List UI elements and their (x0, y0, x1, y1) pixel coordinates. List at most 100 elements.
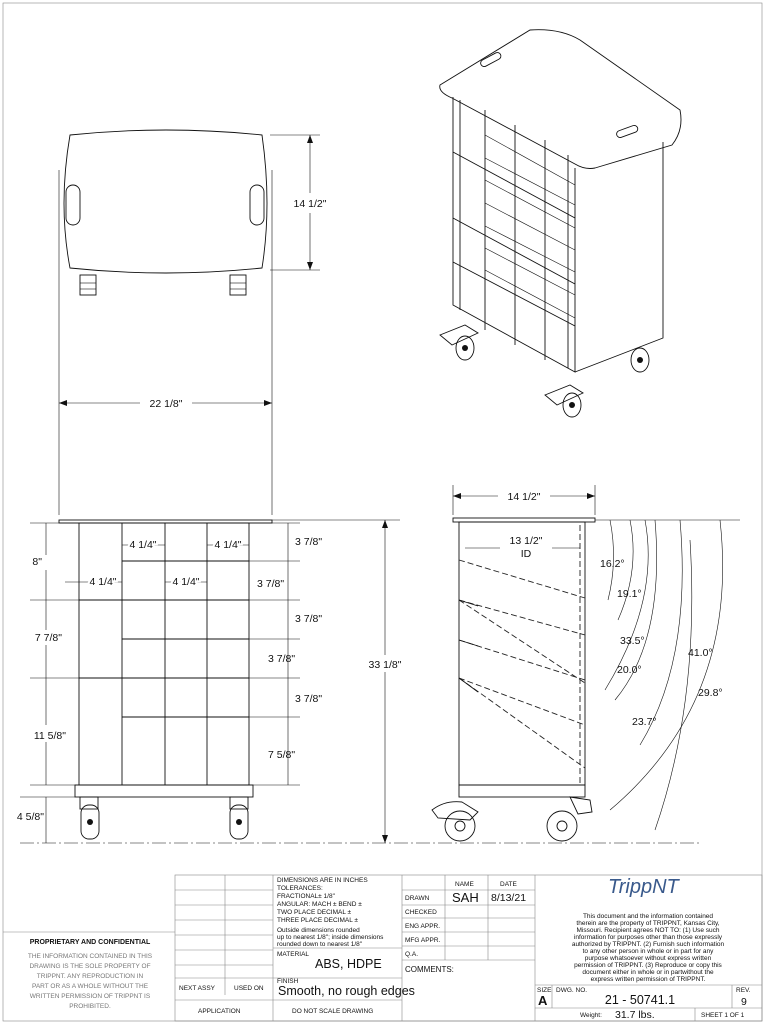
drawn-date: 8/13/21 (491, 892, 526, 904)
iso-top-panel (439, 29, 682, 169)
iso-caster-back-right (630, 347, 650, 373)
rev-label: REV. (736, 987, 751, 994)
side-caster-right (546, 796, 593, 842)
dim-width-label: 22 1/8" (150, 398, 183, 410)
front-cubby-dims: 4 1/4" 4 1/4" 4 1/4" 4 1/4" (65, 537, 249, 590)
material-value: ABS, HDPE (315, 957, 382, 971)
front-right-dims: 3 7/8" 3 7/8" 3 7/8" 3 7/8" 3 7/8" 7 5/8… (249, 522, 322, 786)
checked-label: CHECKED (405, 909, 437, 916)
side-body (458, 521, 586, 786)
name-header: NAME (455, 881, 474, 888)
do-not-scale: DO NOT SCALE DRAWING (292, 1008, 373, 1015)
legal-line-4: information for purposes other than thos… (574, 934, 723, 941)
front-caster-left (79, 796, 100, 840)
front-view (20, 519, 700, 844)
used-on-label: USED ON (234, 985, 264, 992)
material-label: MATERIAL (277, 951, 309, 958)
proprietary-line-5: WRITTEN PERMISSION OF TRIPPNT IS (30, 993, 151, 1000)
sheet-label: SHEET 1 OF 1 (701, 1012, 745, 1019)
handle-slot-left (65, 184, 81, 226)
legal-line-7: purpose whatsoever without express writt… (585, 955, 712, 962)
side-caster-left (431, 801, 479, 842)
angle-7: 29.8° (698, 687, 723, 699)
size-value: A (538, 993, 548, 1008)
dim-inner-width-sub: ID (521, 548, 532, 560)
top-view-outline (63, 129, 268, 274)
proprietary-heading: PROPRIETARY AND CONFIDENTIAL (30, 939, 151, 946)
dim-r6: 7 5/8" (268, 749, 295, 761)
tol-two-place: TWO PLACE DECIMAL ± (277, 909, 352, 916)
trippnt-logo: TrippNT (608, 876, 681, 898)
angle-6: 41.0° (688, 647, 713, 659)
side-top-panel (452, 517, 596, 523)
side-base (458, 784, 586, 798)
next-assy-label: NEXT ASSY (179, 985, 216, 992)
dwg-no-label: DWG. NO. (556, 987, 587, 994)
dim-top-depth: 14 1/2" (270, 134, 327, 271)
front-body (78, 522, 250, 786)
dim-width: 22 1/8" (58, 170, 273, 515)
front-caster-right (229, 796, 249, 840)
iso-handle-right (616, 124, 639, 138)
legal-line-6: to any other person in whole or in part … (583, 948, 715, 955)
proprietary-line-2: DRAWING IS THE SOLE PROPERTY OF (29, 963, 150, 970)
handle-slot-right (249, 184, 265, 226)
dim-r5: 3 7/8" (295, 693, 322, 705)
dim-h-11-5-8: 11 5/8" (34, 730, 66, 742)
dim-total-height: 33 1/8" (272, 519, 402, 843)
proprietary-notice: PROPRIETARY AND CONFIDENTIAL THE INFORMA… (3, 931, 175, 1010)
comments-label: COMMENTS: (405, 965, 454, 974)
dim-h-4-5-8: 4 5/8" (17, 811, 44, 823)
side-view (431, 517, 596, 842)
eng-appr-label: ENG APPR. (405, 923, 440, 930)
legal-line-5: authorized by TRIPPNT. (2) Furnish such … (572, 941, 725, 948)
proprietary-line-6: PROHIBITED. (69, 1003, 111, 1010)
rev-value: 9 (741, 996, 747, 1008)
round-note-2: up to nearest 1/8"; inside dimensions (277, 934, 384, 941)
tol-angular: ANGULAR: MACH ± BEND ± (277, 901, 362, 908)
units-note: DIMENSIONS ARE IN INCHES (277, 877, 368, 884)
proprietary-line-3: TRIPPNT. ANY REPRODUCTION IN (37, 973, 144, 980)
legal-line-9: document either in whole or in partwitho… (582, 969, 714, 976)
dim-h-8: 8" (32, 556, 42, 568)
legal-line-10: express written permission of TRIPPNT. (591, 976, 706, 983)
dim-side-depth: 14 1/2" (452, 485, 596, 515)
dwg-no-value: 21 - 50741.1 (605, 993, 675, 1007)
legal-line-8: permission of TRIPPNT. (3) Reproduce or … (574, 962, 722, 969)
top-view (63, 129, 268, 296)
dim-total-height-label: 33 1/8" (369, 659, 402, 671)
dim-cubby-w2: 4 1/4" (214, 539, 241, 551)
dim-inner-width: 13 1/2" ID (465, 535, 580, 560)
tol-three-place: THREE PLACE DECIMAL ± (277, 917, 358, 924)
iso-handle-left (480, 52, 502, 68)
angle-5: 23.7° (632, 716, 657, 728)
dim-cubby-w1: 4 1/4" (129, 539, 156, 551)
caster-top-left (79, 274, 97, 296)
dim-r1: 3 7/8" (295, 536, 322, 548)
isometric-view (439, 29, 682, 418)
iso-caster-front-left (439, 324, 479, 361)
legal-line-2: therein are the property of TRIPPNT, Kan… (576, 920, 719, 927)
angle-2: 19.1° (617, 588, 642, 600)
angle-dims: 16.2° 19.1° 33.5° 20.0° 23.7° 41.0° 29.8… (595, 519, 740, 831)
front-base (74, 784, 254, 798)
weight-value: 31.7 lbs. (615, 1009, 655, 1021)
dim-inner-width-label: 13 1/2" (510, 535, 543, 547)
qa-label: Q.A. (405, 951, 418, 958)
iso-front-face (452, 97, 576, 373)
dim-cubby-w3: 4 1/4" (89, 576, 116, 588)
caster-top-right (229, 274, 247, 296)
title-block: DIMENSIONS ARE IN INCHES TOLERANCES: FRA… (174, 874, 763, 1022)
angle-1: 16.2° (600, 558, 625, 570)
size-label: SIZE (537, 987, 552, 994)
drawn-name: SAH (452, 890, 479, 905)
proprietary-line-1: THE INFORMATION CONTAINED IN THIS (28, 953, 153, 960)
iso-side-face (574, 142, 664, 373)
dim-r3: 3 7/8" (295, 613, 322, 625)
angle-3: 33.5° (620, 635, 645, 647)
iso-caster-front-right (544, 384, 584, 418)
dim-top-depth-label: 14 1/2" (294, 198, 327, 210)
front-top-panel (58, 519, 273, 524)
